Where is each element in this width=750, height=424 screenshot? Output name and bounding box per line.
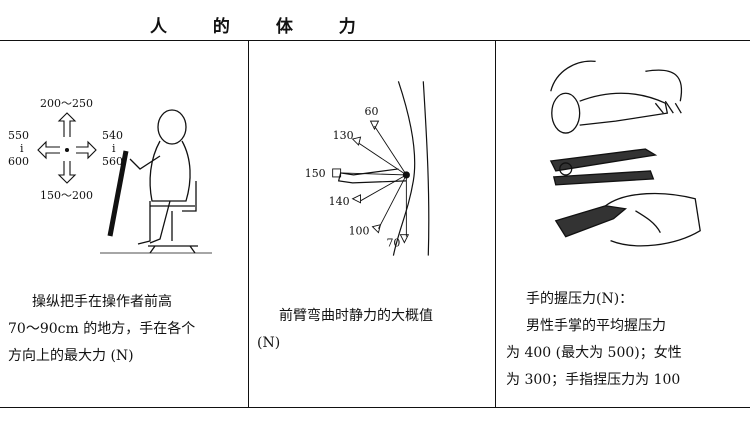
caption-line: 手的握压力(N)： — [526, 291, 634, 307]
force-label: 140 — [329, 195, 350, 208]
arrow-icon — [371, 224, 382, 234]
caption-line: 方向上的最大力 (N) — [8, 348, 134, 364]
page-title: 人 的 体 力 — [150, 17, 376, 37]
force-left-bottom-label: 600 — [8, 155, 29, 168]
arrow-left-icon — [37, 140, 60, 160]
arrow-up-icon — [57, 112, 77, 137]
caption-line: 操纵把手在操作者前高 — [32, 294, 172, 310]
force-right-bottom-label: 560 — [102, 155, 123, 168]
force-label: 100 — [349, 225, 370, 238]
hand-grip-illustration — [549, 60, 701, 247]
caption-line: 70～90cm 的地方，手在各个 — [8, 321, 196, 337]
svg-text:i: i — [20, 142, 24, 155]
forearm-force-illustration: 60 130 150 140 100 70 — [305, 81, 430, 256]
pinch-clamp-figure — [549, 148, 658, 186]
force-right-top-label: 540 — [102, 129, 123, 142]
caption-arm-force: 操纵把手在操作者前高 70～90cm 的地方，手在各个 方向上的最大力 (N) — [8, 289, 242, 370]
force-up-label: 200～250 — [40, 97, 93, 110]
caption-forearm-force: 前臂弯曲时静力的大概值 (N) — [257, 303, 489, 357]
hand-grip-dynamometer-figure — [550, 60, 683, 134]
force-label: 70 — [386, 237, 400, 250]
arrow-icon — [369, 120, 380, 131]
force-label: 130 — [333, 129, 354, 142]
arrow-icon — [351, 194, 361, 204]
svg-text:i: i — [112, 142, 116, 155]
arrow-icon — [399, 234, 410, 244]
force-label: 60 — [365, 105, 379, 118]
caption-line: 为 300；手指捏压力为 100 — [506, 372, 681, 388]
finger-pinch-figure — [554, 192, 701, 247]
force-down-label: 150～200 — [40, 189, 93, 202]
caption-line: 前臂弯曲时静力的大概值 — [279, 308, 433, 324]
seated-operator-figure — [100, 109, 212, 254]
table-cell-arm-force: 200～250 550 i 600 540 i 560 150～200 — [0, 41, 248, 407]
figure-table: 200～250 550 i 600 540 i 560 150～200 — [0, 40, 750, 408]
arrow-icon — [351, 136, 362, 146]
force-label: 150 — [305, 167, 326, 180]
force-left-top-label: 550 — [8, 129, 29, 142]
operator-force-illustration: 200～250 550 i 600 540 i 560 150～200 — [8, 97, 212, 254]
caption-line: (N) — [257, 335, 281, 351]
arrow-right-icon — [76, 140, 97, 160]
arrow-icon — [332, 168, 342, 178]
table-cell-forearm-force: 60 130 150 140 100 70 前臂弯曲时静力的大概值 (N) — [248, 41, 495, 407]
caption-grip-force: 手的握压力(N)： 男性手掌的平均握压力 为 400 (最大为 500)；女性 … — [506, 286, 746, 394]
caption-line: 男性手掌的平均握压力 — [526, 318, 666, 334]
arrow-down-icon — [57, 161, 77, 184]
table-cell-grip-force: 手的握压力(N)： 男性手掌的平均握压力 为 400 (最大为 500)；女性 … — [495, 41, 750, 407]
caption-line: 为 400 (最大为 500)；女性 — [506, 345, 682, 361]
